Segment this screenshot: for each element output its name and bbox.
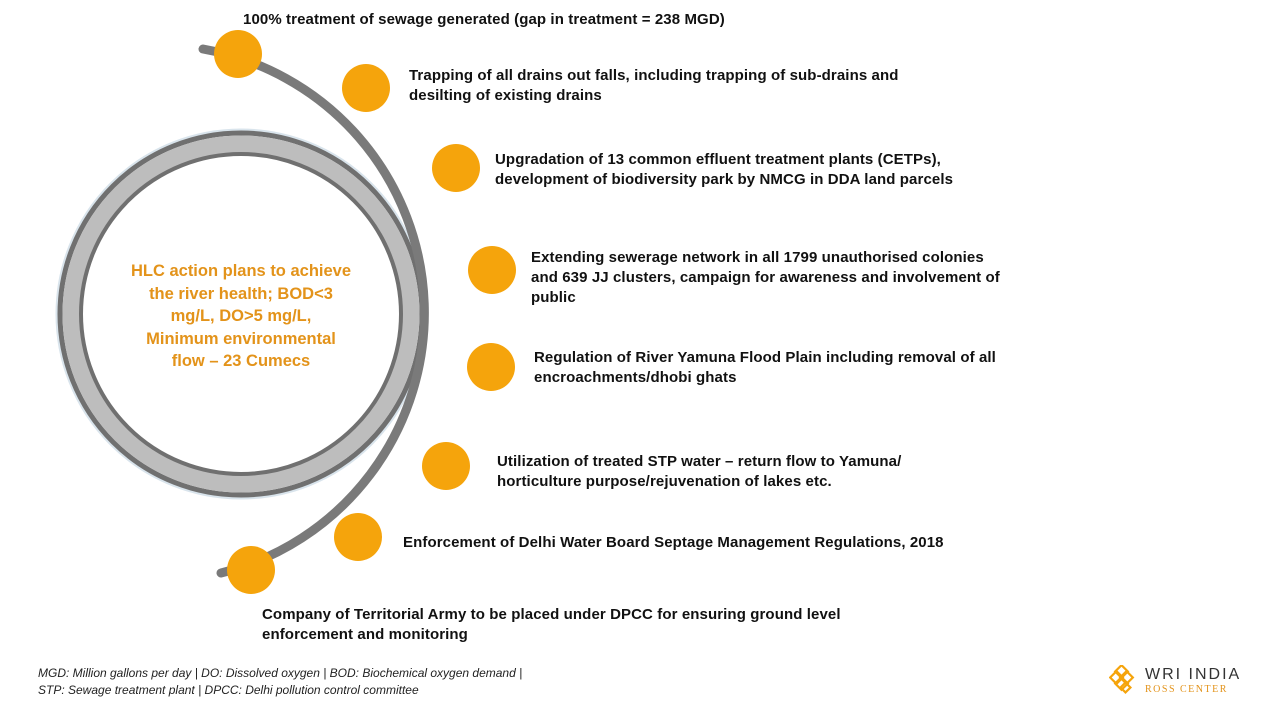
action-item-7: Enforcement of Delhi Water Board Septage…	[403, 534, 944, 551]
center-title: HLC action plans to achieve the river he…	[130, 262, 352, 370]
timeline-node-5	[467, 343, 515, 391]
timeline-node-8	[227, 546, 275, 594]
logo-title: WRI INDIA	[1145, 666, 1242, 683]
timeline-node-7	[334, 513, 382, 561]
footnote-abbreviations: MGD: Million gallons per day | DO: Disso…	[38, 666, 523, 697]
action-item-4: Extending sewerage network in all 1799 u…	[531, 249, 1000, 306]
action-item-8: Company of Territorial Army to be placed…	[262, 606, 841, 643]
timeline-node-2	[342, 64, 390, 112]
center-ring-inner-edge	[79, 152, 403, 476]
timeline-node-6	[422, 442, 470, 490]
action-item-3: Upgradation of 13 common effluent treatm…	[495, 151, 954, 188]
timeline-node-1	[214, 30, 262, 78]
action-item-5: Regulation of River Yamuna Flood Plain i…	[534, 349, 996, 386]
center-ring	[62, 135, 420, 493]
center-disc	[84, 157, 398, 471]
wri-india-logo: WRI INDIA ROSS CENTER	[1109, 665, 1249, 699]
wri-knot-icon	[1109, 665, 1135, 695]
timeline-arc	[198, 44, 429, 578]
timeline-node-4	[468, 246, 516, 294]
action-item-1: 100% treatment of sewage generated (gap …	[243, 11, 725, 28]
timeline-node-3	[432, 144, 480, 192]
action-item-2: Trapping of all drains out falls, includ…	[409, 67, 899, 104]
logo-subtitle: ROSS CENTER	[1145, 684, 1228, 695]
action-item-6: Utilization of treated STP water – retur…	[497, 453, 902, 490]
